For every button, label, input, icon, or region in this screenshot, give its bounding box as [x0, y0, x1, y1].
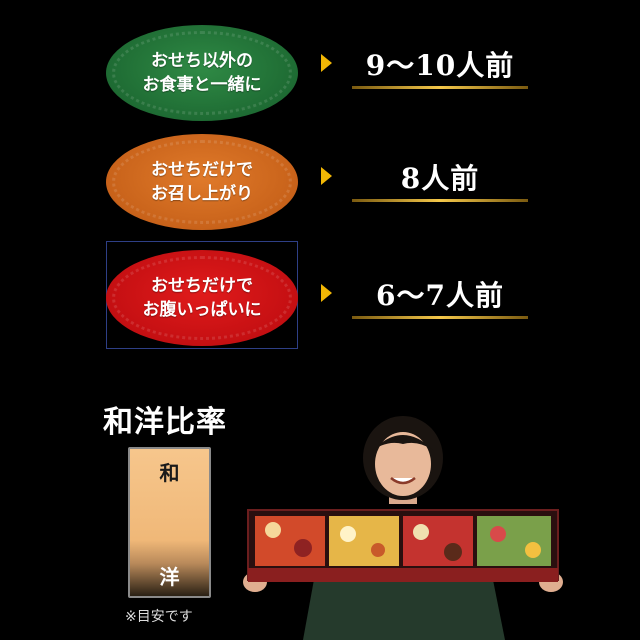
serving-option-oval[interactable]: おせち以外の お食事と一緒に: [106, 25, 298, 121]
person-face: [375, 432, 431, 496]
wreath-decoration: [112, 140, 292, 224]
serving-option-oval[interactable]: おせちだけで お腹いっぱいに: [106, 250, 298, 346]
portion-size: 9〜10人前: [365, 49, 515, 82]
gold-underline: [352, 86, 528, 89]
ratio-title: 和洋比率: [103, 405, 227, 440]
person-smile: [390, 477, 416, 485]
gold-underline: [352, 316, 528, 319]
osechi-box-rim: [248, 568, 558, 582]
triangle-arrow-icon: [321, 284, 332, 302]
ratio-bottom-label: 洋: [159, 565, 180, 589]
serving-row-3: おせちだけで お腹いっぱいに 6〜7人前: [0, 245, 640, 355]
triangle-arrow-icon: [321, 167, 332, 185]
ratio-note: ※目安です: [125, 609, 193, 625]
product-photo: [243, 416, 563, 640]
triangle-arrow-icon: [321, 54, 332, 72]
portion-size: 8人前: [400, 162, 480, 195]
serving-row-2: おせちだけで お召し上がり 8人前: [0, 125, 640, 235]
wreath-decoration: [112, 256, 292, 340]
gold-underline: [352, 199, 528, 202]
serving-row-1: おせち以外の お食事と一緒に 9〜10人前: [0, 16, 640, 126]
osechi-food: [255, 516, 551, 566]
portion-size: 6〜7人前: [376, 279, 504, 312]
ratio-bar: 和 洋: [128, 447, 211, 598]
ratio-top-label: 和: [159, 461, 180, 485]
person-fringe: [373, 435, 433, 450]
serving-option-oval[interactable]: おせちだけで お召し上がり: [106, 134, 298, 230]
wreath-decoration: [112, 31, 292, 115]
